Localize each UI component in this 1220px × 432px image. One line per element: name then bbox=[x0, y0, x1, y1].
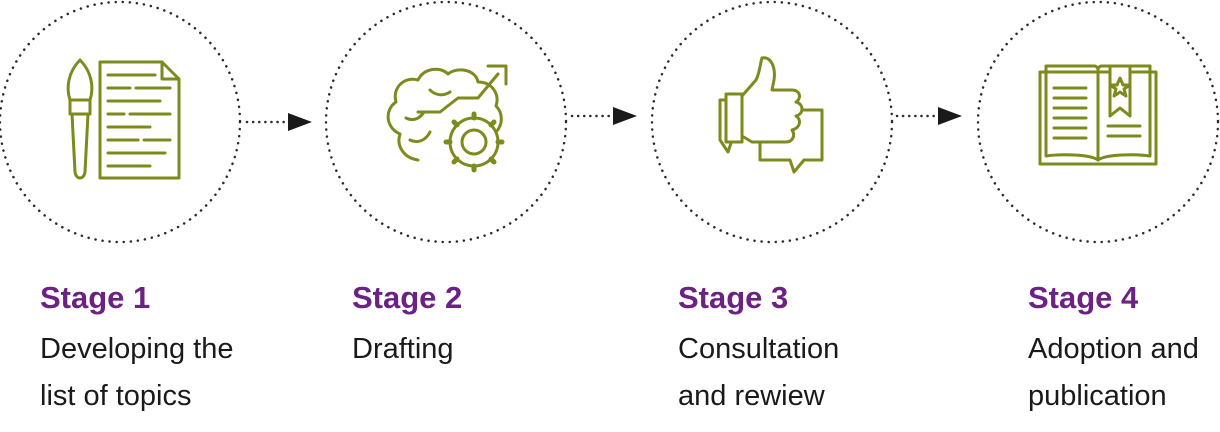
stage-3-title: Stage 3 bbox=[678, 280, 789, 315]
stage-4-desc-line-2: publication bbox=[1028, 380, 1167, 412]
stage-2-text: Stage 2 Drafting bbox=[352, 278, 462, 373]
stage-3-text: Stage 3 Consultation and rewiew bbox=[678, 278, 839, 420]
arrow-3-4 bbox=[895, 107, 962, 125]
stage-3-desc-line-1: Consultation bbox=[678, 333, 840, 365]
stage-1-circle bbox=[0, 0, 242, 244]
stage-1-description: Developing the list of topics bbox=[40, 326, 233, 420]
stage-1-desc-line-1: Developing the bbox=[40, 333, 234, 365]
brush-document-icon bbox=[66, 58, 181, 180]
stage-2-circle bbox=[324, 0, 568, 244]
stage-4-description: Adoption and publication bbox=[1028, 326, 1199, 420]
arrow-2-3 bbox=[570, 107, 637, 125]
thumbs-up-chat-icon bbox=[718, 56, 824, 174]
stage-4-circle bbox=[976, 0, 1220, 244]
stage-4-desc-line-1: Adoption and bbox=[1028, 333, 1199, 365]
stage-2-title: Stage 2 bbox=[352, 280, 463, 315]
stage-2-desc-line-1: Drafting bbox=[352, 333, 454, 365]
stage-3-circle bbox=[650, 0, 894, 244]
stage-2-description: Drafting bbox=[352, 326, 462, 373]
stage-1-desc-line-2: list of topics bbox=[40, 380, 192, 412]
book-bookmark-icon bbox=[1038, 64, 1158, 166]
stage-1-title: Stage 1 bbox=[40, 280, 151, 315]
stage-4-title: Stage 4 bbox=[1028, 280, 1139, 315]
arrow-1-2 bbox=[245, 113, 312, 131]
stage-1-text: Stage 1 Developing the list of topics bbox=[40, 278, 233, 420]
stage-3-description: Consultation and rewiew bbox=[678, 326, 839, 420]
stage-4-text: Stage 4 Adoption and publication bbox=[1028, 278, 1199, 420]
stage-3-desc-line-2: and rewiew bbox=[678, 380, 825, 412]
brain-gear-icon bbox=[386, 64, 508, 173]
